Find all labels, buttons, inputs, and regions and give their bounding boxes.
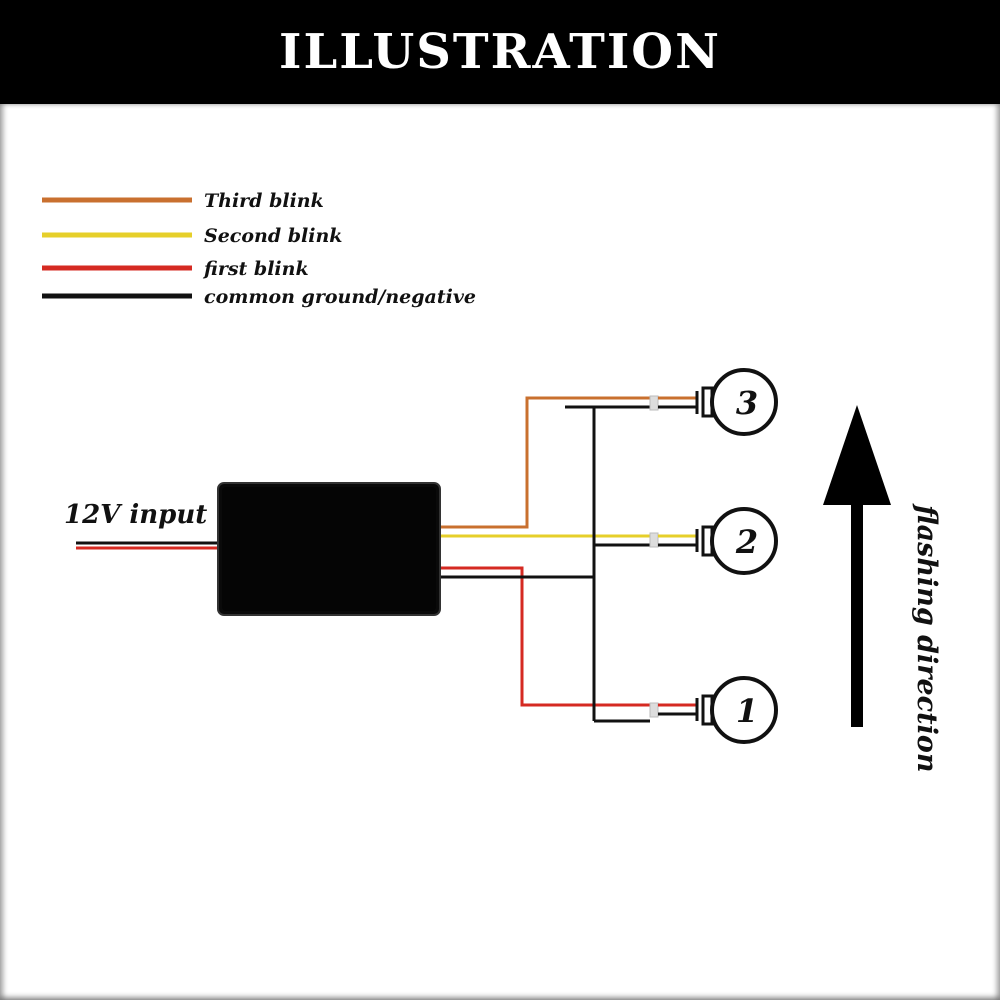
connector-2 — [649, 532, 659, 548]
lamp-3: 3 — [649, 368, 778, 436]
lamp-1-number: 1 — [736, 692, 758, 730]
bulb-icon — [710, 676, 778, 744]
legend-item-ground: common ground/negative — [42, 286, 476, 308]
connector-3 — [649, 395, 659, 411]
legend-item-second-blink: Second blink — [42, 225, 342, 247]
lamp-3-number: 3 — [736, 384, 758, 422]
wire-first-blink — [440, 566, 650, 707]
bulb-icon — [710, 368, 778, 436]
lamp-2-number: 2 — [735, 523, 758, 561]
control-module — [217, 482, 441, 616]
up-arrow-icon — [823, 405, 891, 727]
legend-label-third: Third blink — [204, 190, 324, 212]
legend-label-second: Second blink — [204, 225, 342, 247]
lamp-2: 2 — [649, 507, 778, 575]
bulb-icon — [710, 507, 778, 575]
legend-label-ground: common ground/negative — [204, 286, 476, 308]
legend: Third blink Second blink first blink com… — [42, 190, 476, 308]
input-label: 12V input — [64, 500, 207, 530]
output-wires — [440, 396, 650, 723]
legend-item-first-blink: first blink — [42, 258, 309, 280]
legend-item-third-blink: Third blink — [42, 190, 324, 212]
wire-third-blink — [440, 396, 650, 529]
lamp-1: 1 — [649, 676, 778, 744]
title-banner: ILLUSTRATION — [0, 0, 1000, 104]
input-wires — [76, 541, 218, 550]
connector-1 — [649, 702, 659, 718]
page-title: ILLUSTRATION — [279, 24, 721, 80]
legend-label-first: first blink — [202, 258, 309, 280]
direction-label: flashing direction — [911, 503, 942, 772]
